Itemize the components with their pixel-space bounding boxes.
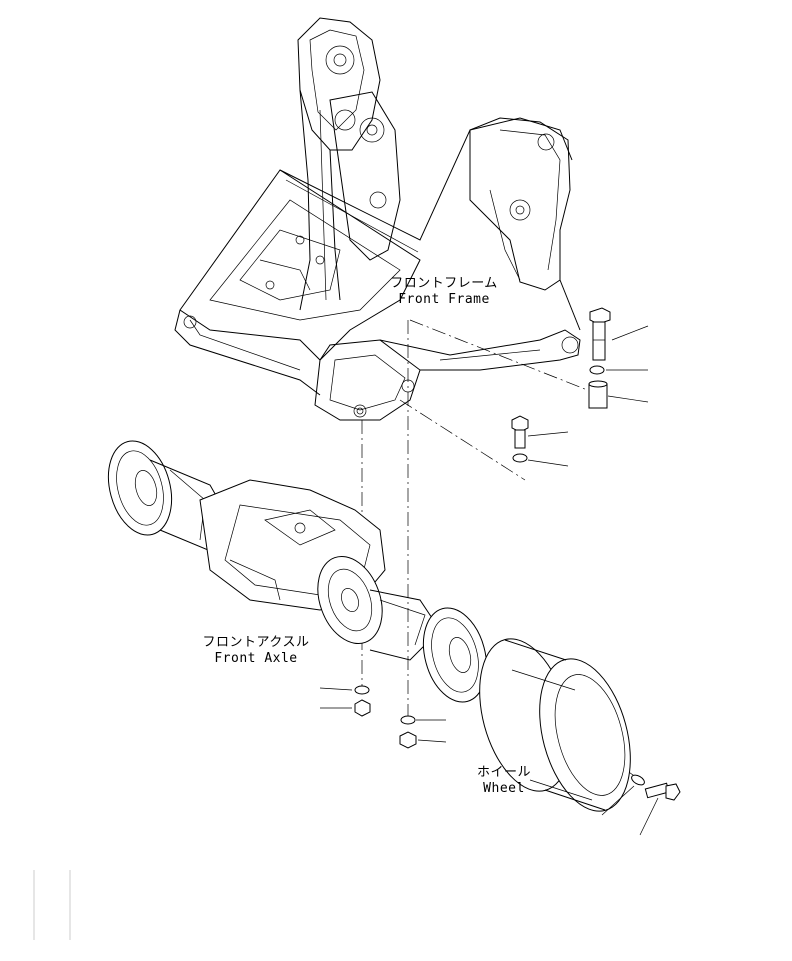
front-frame-drawing <box>174 17 581 421</box>
front-frame-label-en: Front Frame <box>398 292 490 307</box>
wheel-drawing <box>479 638 631 812</box>
wheel-bolt-icon <box>644 782 681 801</box>
nut-icon <box>399 731 417 749</box>
washer-icon <box>354 685 370 695</box>
wheel-label-en: Wheel <box>483 781 525 796</box>
front-axle-label-en: Front Axle <box>214 651 297 666</box>
sleeve-icon <box>588 380 608 409</box>
washer-icon <box>631 774 645 786</box>
fastener-parts <box>319 307 681 836</box>
nut-icon <box>354 699 371 717</box>
wheel-label-ja: ホイール <box>477 765 531 780</box>
front-axle-label-ja: フロントアクスル <box>203 635 310 650</box>
washer-icon <box>400 715 416 725</box>
front-frame-label-ja: フロントフレーム <box>390 276 498 291</box>
scan-artifact <box>33 870 71 940</box>
labels: フロントフレーム Front Frame フロントアクスル Front Axle… <box>203 276 531 796</box>
short-bolt-icon <box>511 415 529 449</box>
washer-icon <box>512 453 528 463</box>
front-axle-drawing <box>107 440 488 703</box>
washer-icon <box>589 365 605 375</box>
long-bolt-icon <box>589 307 611 361</box>
